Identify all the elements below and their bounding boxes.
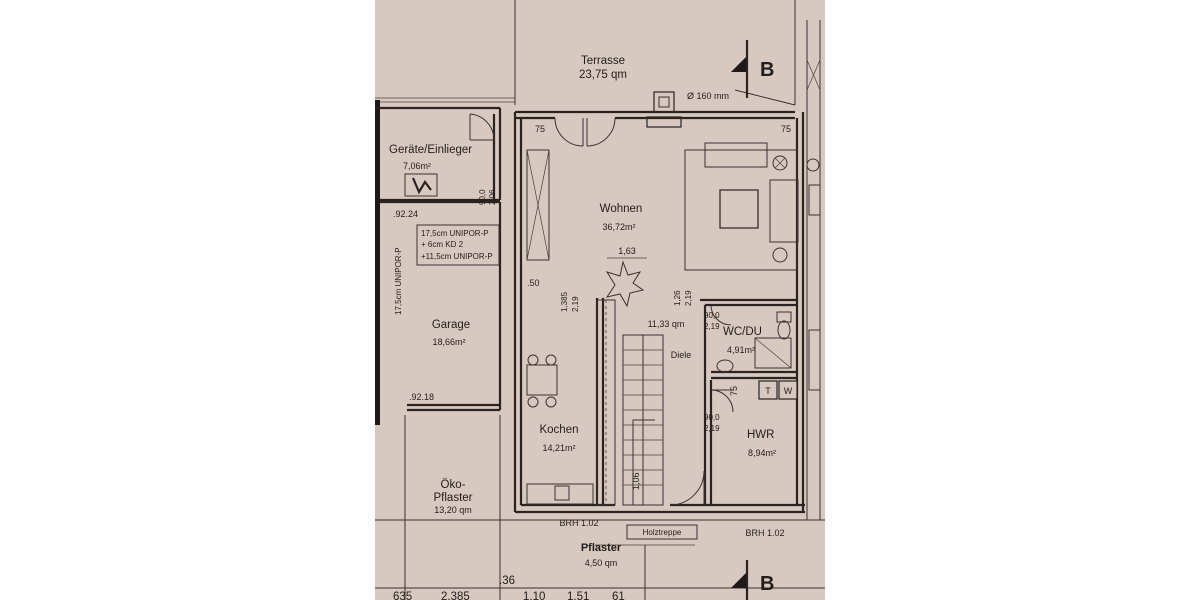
pflaster-area: 4,50 qm bbox=[585, 558, 618, 568]
holztreppe-label: Holztreppe bbox=[643, 528, 682, 537]
oeko-label-1: Öko- bbox=[441, 479, 466, 491]
dim-900-b: 90,0 bbox=[704, 311, 720, 320]
brh-left: BRH 1.02 bbox=[559, 518, 598, 528]
sofa-set bbox=[684, 142, 799, 271]
garage-wall-label: 17,5cm UNIPOR-P bbox=[394, 247, 403, 315]
chimney bbox=[646, 91, 682, 128]
dim-163: 1,63 bbox=[618, 246, 636, 256]
oeko-pflaster-area bbox=[404, 415, 501, 600]
dim-bottom-635: 635 bbox=[393, 591, 412, 600]
terrace-doors bbox=[554, 117, 616, 147]
dim-9224: .92.24 bbox=[393, 209, 418, 219]
dim-126: 1,26 bbox=[673, 290, 682, 306]
adjoining-house bbox=[806, 20, 821, 520]
brh-right: BRH 1.02 bbox=[745, 528, 784, 538]
kochen-area: 14,21m² bbox=[542, 443, 575, 453]
geraete-area: 7,06m² bbox=[403, 161, 431, 171]
garage-area: 18,66m² bbox=[432, 337, 465, 347]
terrace bbox=[375, 0, 796, 106]
dim-219-a: 2,19 bbox=[571, 296, 580, 312]
dim-75-c: 75 bbox=[729, 386, 739, 396]
dim-106: 1,06 bbox=[631, 472, 641, 490]
wc-area: 4,91m² bbox=[727, 345, 755, 355]
oeko-area: 13,20 qm bbox=[434, 505, 472, 515]
insulation-line-1: 17,5cm UNIPOR-P bbox=[421, 229, 489, 238]
washer-label: T bbox=[765, 386, 771, 396]
geraete-room-walls bbox=[375, 106, 502, 202]
wohnen-label: Wohnen bbox=[600, 203, 643, 215]
dryer-label: W bbox=[784, 386, 793, 396]
kochen-label: Kochen bbox=[539, 424, 578, 436]
hwr-label: HWR bbox=[747, 429, 774, 441]
kitchen-cabinet bbox=[526, 149, 550, 261]
garage-label: Garage bbox=[432, 319, 470, 331]
diele-label: Diele bbox=[671, 350, 692, 360]
dim-bottom-151: 1,51 bbox=[567, 591, 589, 600]
dim-bottom-61: 61 bbox=[612, 591, 625, 600]
terrasse-area: 23,75 qm bbox=[579, 69, 627, 81]
wohnen-area: 36,72m² bbox=[602, 222, 635, 232]
dim-bottom-2385: 2,385 bbox=[441, 591, 470, 600]
dim-206: 2,06 bbox=[488, 189, 497, 205]
dim-219-d: 2,19 bbox=[704, 424, 720, 433]
geraete-label: Geräte/Einlieger bbox=[389, 144, 472, 156]
section-mark-top: B bbox=[760, 59, 774, 81]
floor-plan-sheet: Terrasse 23,75 qm B Ø 160 mm Geräte/Einl… bbox=[375, 0, 825, 600]
dim-219-b: 2,19 bbox=[684, 290, 693, 306]
dim-75-a: 75 bbox=[535, 124, 545, 134]
dim-900-a: 90,0 bbox=[478, 189, 487, 205]
lower-plot bbox=[375, 519, 825, 600]
kitchen-fixtures bbox=[526, 299, 616, 506]
insulation-line-3: +11,5cm UNIPOR-P bbox=[421, 252, 493, 261]
dim-219-c: 2,19 bbox=[704, 322, 720, 331]
dim-bottom-36: .36 bbox=[499, 575, 515, 587]
floor-plan: Terrasse 23,75 qm B Ø 160 mm Geräte/Einl… bbox=[375, 0, 825, 600]
plant bbox=[605, 260, 645, 308]
dim-75-b: 75 bbox=[781, 124, 791, 134]
dim-bottom-110: 1,10 bbox=[523, 591, 545, 600]
pflaster-label: Pflaster bbox=[581, 542, 622, 554]
section-marker-top bbox=[731, 40, 749, 98]
oeko-label-2: Pflaster bbox=[434, 492, 473, 504]
interior-walls bbox=[595, 298, 798, 506]
dim-900-c: 90,0 bbox=[704, 413, 720, 422]
garage-walls bbox=[380, 200, 502, 412]
terrasse-label: Terrasse bbox=[581, 55, 625, 67]
insulation-line-2: + 6cm KD 2 bbox=[421, 240, 464, 249]
diele-area: 11,33 qm bbox=[648, 319, 685, 329]
hwr-area: 8,94m² bbox=[748, 448, 776, 458]
section-marker-bottom bbox=[731, 560, 749, 600]
dim-9218: .92.18 bbox=[409, 392, 434, 402]
dim-50: .50 bbox=[527, 278, 540, 288]
wc-label: WC/DU bbox=[723, 326, 762, 338]
dim-1385: 1,385 bbox=[560, 291, 569, 312]
chimney-label: Ø 160 mm bbox=[687, 91, 729, 101]
section-mark-bottom: B bbox=[760, 573, 774, 595]
staircase bbox=[622, 334, 664, 506]
